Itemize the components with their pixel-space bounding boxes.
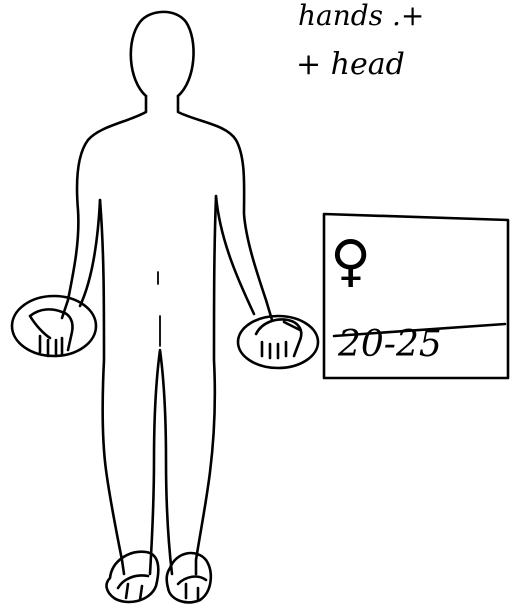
right-arm-inner bbox=[216, 196, 254, 314]
right-hand-drawing bbox=[256, 320, 301, 358]
body-outline bbox=[62, 12, 272, 574]
right-arm-outline bbox=[178, 96, 272, 320]
right-leg-outline bbox=[196, 196, 216, 574]
right-hand-circle bbox=[238, 316, 318, 368]
left-leg-outline bbox=[100, 200, 124, 574]
right-foot-drawing bbox=[178, 577, 206, 600]
left-hand-drawing bbox=[30, 309, 73, 356]
age-range-text: 20-25 bbox=[338, 327, 442, 363]
female-symbol: ♀ bbox=[330, 234, 371, 290]
left-foot-drawing bbox=[118, 576, 148, 601]
right-hand-mark bbox=[238, 316, 318, 368]
center-line bbox=[158, 272, 160, 346]
left-hand-mark bbox=[12, 296, 96, 356]
inner-legs-outline bbox=[150, 350, 172, 574]
handwritten-note-hands: hands .+ bbox=[298, 2, 424, 30]
left-hand-circle bbox=[12, 296, 96, 356]
head-outline bbox=[131, 12, 194, 96]
handwritten-note-head: + head bbox=[296, 50, 405, 80]
left-arm-inner bbox=[80, 200, 100, 306]
